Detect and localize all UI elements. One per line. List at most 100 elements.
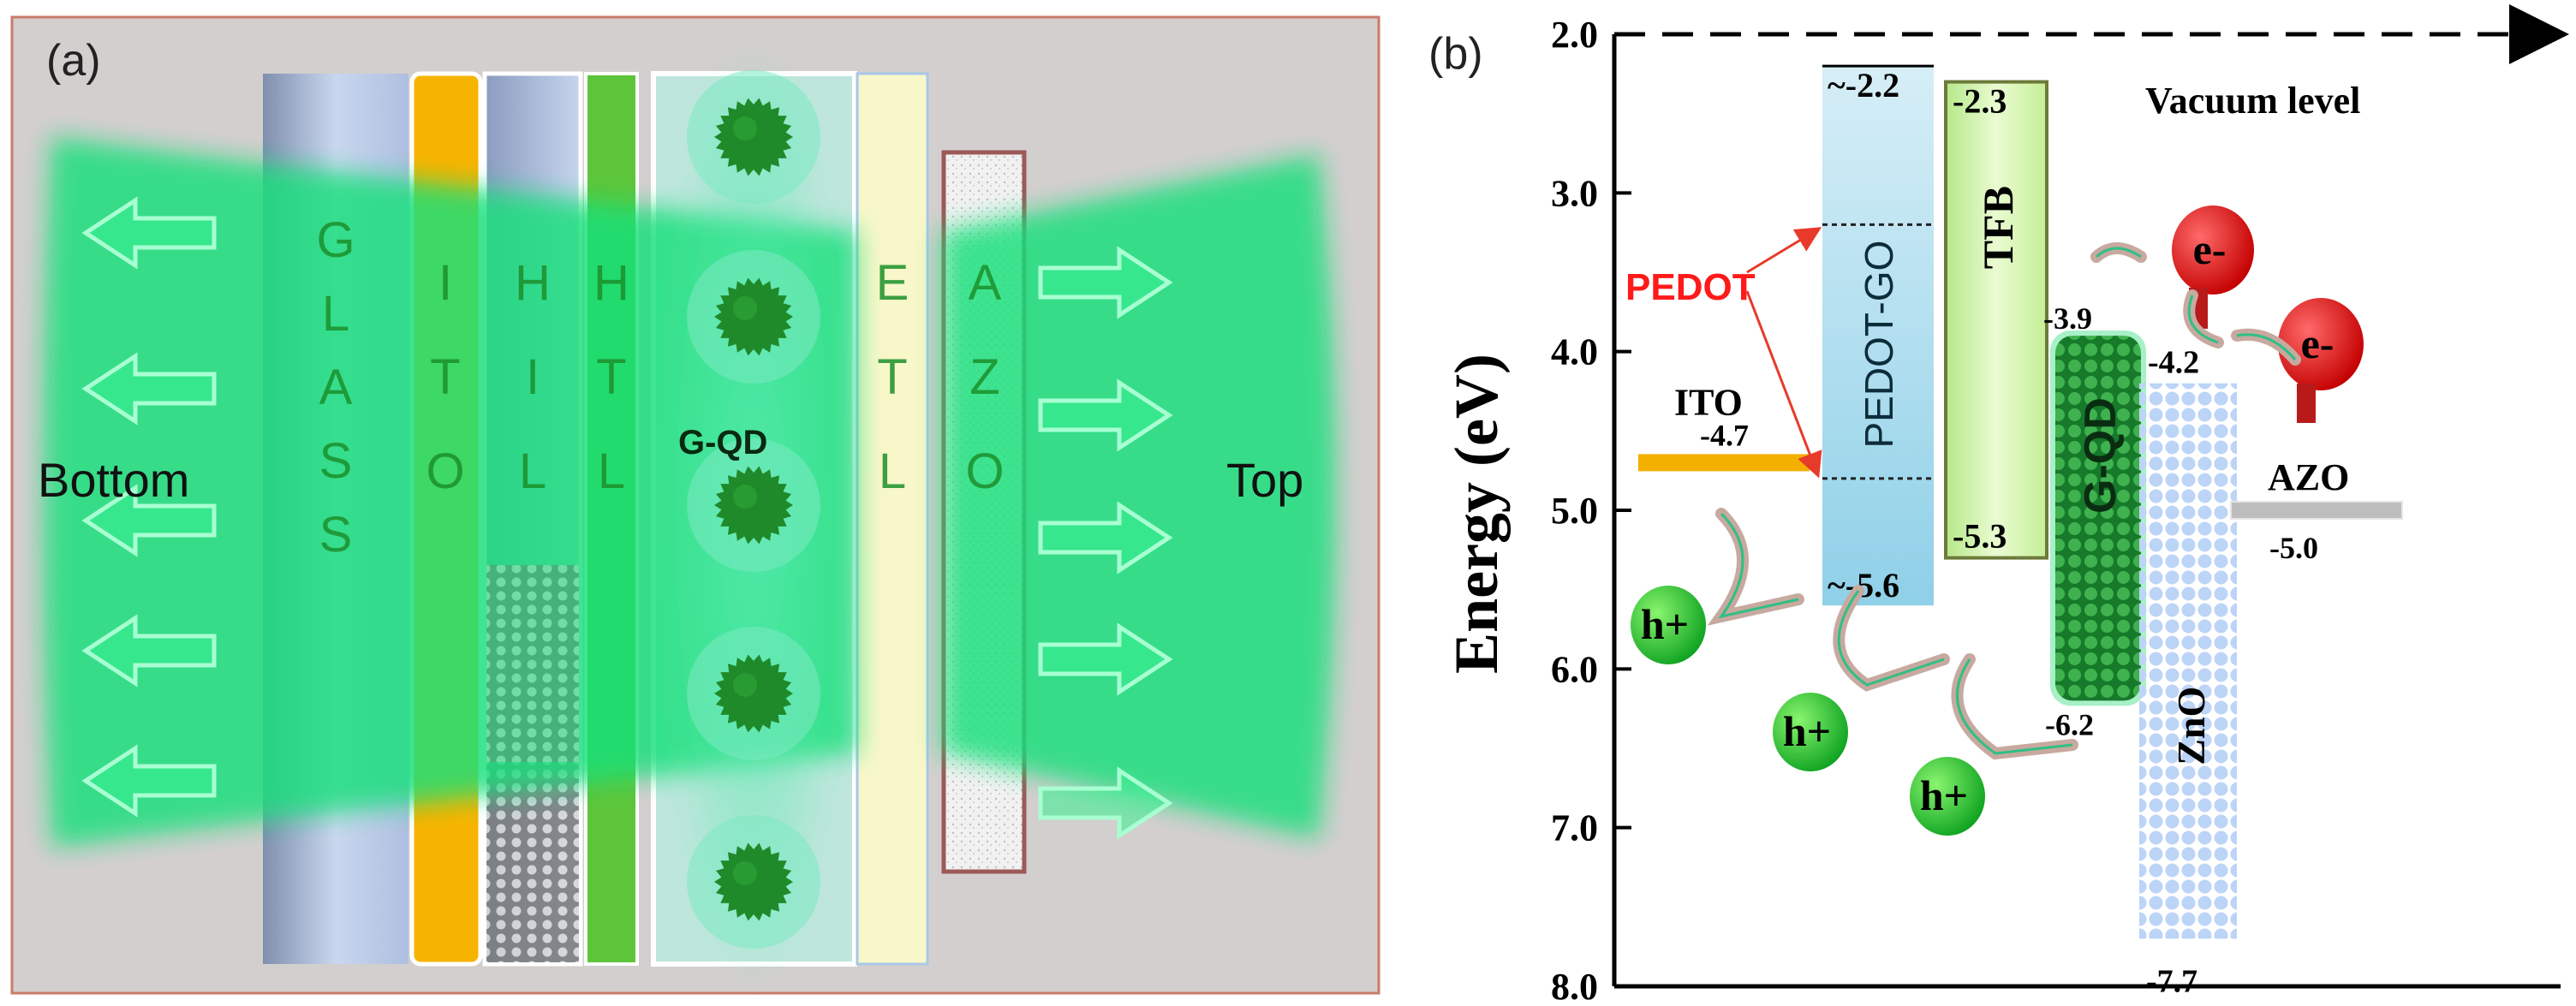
hole-1-label: h+ — [1641, 600, 1689, 648]
electron-1-label: e- — [2193, 225, 2227, 273]
gqd-band — [2055, 336, 2141, 701]
electron-1-body — [2172, 205, 2254, 295]
layer-letter-etl-2: T — [877, 349, 907, 405]
y-axis-title: Energy (eV) — [1442, 354, 1511, 674]
layer-letter-glass-5: S — [319, 507, 353, 563]
hole-3-body — [1910, 757, 1985, 836]
layer-letter-glass-2: L — [322, 286, 349, 342]
gqd-name: G-QD — [2076, 397, 2126, 514]
layer-letter-hil-1: H — [515, 255, 551, 311]
tfb-top-value: -2.3 — [1953, 82, 2007, 121]
qd-particle-highlight — [733, 116, 757, 140]
hole-3-arrow-edge — [1956, 658, 2073, 755]
electron-2-arrow-edge — [2236, 333, 2297, 360]
azo-level-value: -5.0 — [2269, 531, 2318, 565]
tfb-name: TFB — [1974, 186, 2022, 269]
pedot-go-band — [1822, 66, 1934, 606]
bottom-arrow-3 — [81, 484, 217, 557]
layer-letter-etl-1: E — [876, 255, 909, 311]
qd-particle-1 — [714, 98, 793, 176]
layer-letter-glass-3: A — [319, 360, 353, 415]
panel-b: (b) Vacuum level 2.03.04.05.06.07.08.0 E… — [1428, 4, 2569, 1006]
top-emission-arrows — [1038, 246, 1173, 840]
zno-top-value: -4.2 — [2148, 345, 2199, 381]
ito-level-bar — [1638, 454, 1810, 472]
bottom-label: Bottom — [38, 453, 189, 507]
bottom-arrow-5 — [81, 744, 217, 818]
pedot-go-name: PEDOT-GO — [1857, 241, 1901, 449]
electron-2-stem — [2297, 384, 2316, 423]
panel-a-label: (a) — [46, 36, 101, 86]
top-arrow-2 — [1038, 378, 1173, 452]
qd-particles — [687, 70, 820, 949]
layer-letter-ito-3: O — [426, 443, 464, 499]
hole-2-label: h+ — [1783, 707, 1831, 755]
qd-particle-highlight — [733, 296, 757, 320]
y-axis-ticks: 2.03.04.05.06.07.08.0 — [1551, 14, 1631, 1006]
layer-letter-htl-3: L — [598, 443, 625, 499]
qd-particle-highlight — [733, 673, 757, 697]
hole-3-label: h+ — [1920, 771, 1968, 819]
y-tick-label: 2.0 — [1551, 14, 1598, 56]
tfb-bottom-value: -5.3 — [1953, 517, 2007, 556]
azo-level-bar — [2230, 501, 2403, 520]
electron-1-arrow-b-edge — [2095, 247, 2142, 259]
zno-name: ZnO — [2169, 687, 2213, 765]
y-tick-label: 5.0 — [1551, 490, 1598, 532]
gqd-top-value: -3.9 — [2043, 301, 2092, 336]
hil-hex-overlay — [486, 565, 579, 762]
pedot-arrow-1 — [1746, 227, 1822, 274]
bottom-arrow-4 — [81, 614, 217, 688]
panel-b-label: (b) — [1428, 29, 1483, 79]
hole-1-body — [1631, 586, 1706, 664]
electron-2-label: e- — [2301, 319, 2334, 367]
y-tick-label: 3.0 — [1551, 172, 1598, 214]
qd-particle-3 — [714, 466, 793, 545]
top-arrow-1 — [1038, 246, 1173, 319]
charge-carriers: e-e-h+ h+ h+ — [1631, 205, 2364, 836]
electron-2-body — [2278, 298, 2364, 390]
layer-letter-glass-4: S — [319, 433, 353, 489]
bottom-emission-arrows — [81, 196, 217, 818]
layer-letter-hil-2: I — [526, 349, 540, 405]
layer-letter-etl-3: L — [879, 443, 906, 499]
pedot-go-top-value: ~-2.2 — [1828, 66, 1899, 104]
y-tick-label: 7.0 — [1551, 807, 1598, 849]
ito-level-value: -4.7 — [1700, 418, 1749, 452]
layer-letter-htl-2: T — [596, 349, 626, 405]
pedot-annotation-label: PEDOT — [1625, 266, 1756, 308]
zno-band — [2139, 383, 2237, 939]
hole-1-arrow-edge — [1718, 512, 1799, 619]
top-label: Top — [1226, 453, 1303, 507]
layer-letter-hil-3: L — [519, 443, 546, 499]
y-tick-label: 8.0 — [1551, 966, 1598, 1006]
layer-letter-ito-2: T — [430, 349, 460, 405]
layer-letter-htl-1: H — [593, 255, 629, 311]
layer-letter-glass-1: G — [316, 212, 355, 268]
qd-particle-highlight — [733, 861, 757, 885]
gqd-label: G-QD — [678, 424, 767, 461]
bottom-arrow-2 — [81, 352, 217, 426]
bottom-arrow-1 — [81, 196, 217, 270]
layer-letter-azo-3: O — [965, 443, 1004, 499]
top-arrow-3 — [1038, 501, 1173, 574]
azo-name: AZO — [2268, 456, 2349, 498]
pedot-arrow-2 — [1745, 290, 1822, 479]
hole-2-arrow-edge — [1837, 590, 1945, 687]
layer-letter-azo-1: A — [969, 255, 1002, 311]
top-arrow-5 — [1038, 766, 1173, 840]
layer-letter-azo-2: Z — [969, 349, 999, 405]
etl-layer — [856, 72, 929, 966]
tfb-band — [1944, 80, 2048, 560]
qd-particle-2 — [714, 277, 793, 356]
ito-name: ITO — [1674, 381, 1743, 423]
gqd-bottom-value: -6.2 — [2045, 707, 2094, 741]
energy-bands: ITO-4.7~-2.2~-5.6PEDOT-GOPEDOT-2.3-5.3TF… — [1625, 64, 2403, 999]
top-arrow-4 — [1038, 622, 1173, 696]
layer-letter-ito-1: I — [438, 255, 452, 311]
y-tick-label: 6.0 — [1551, 648, 1598, 690]
zno-bottom-value: -7.7 — [2146, 963, 2197, 999]
